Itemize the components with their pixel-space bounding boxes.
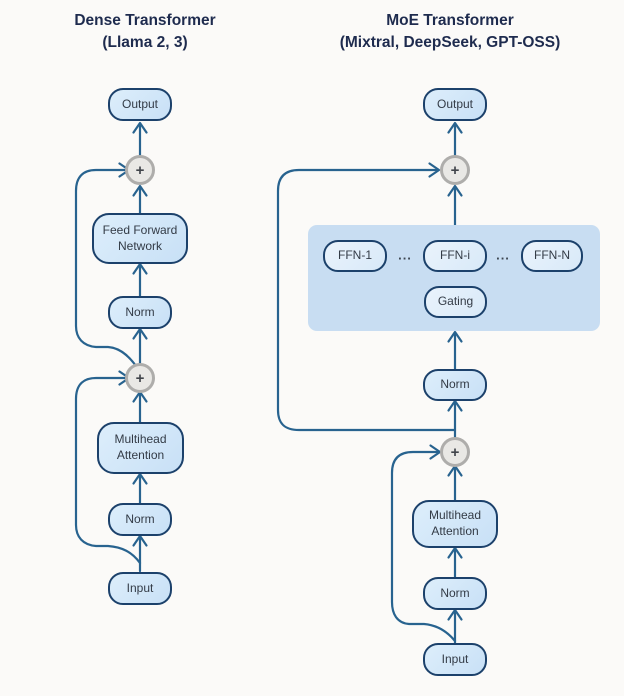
moe-expert-ffn1-node: FFN-1 <box>323 240 387 272</box>
ellipsis-left: ... <box>398 247 412 263</box>
dense-add2-icon: + <box>125 363 155 393</box>
moe-expert-ffnn-node: FFN-N <box>521 240 583 272</box>
dense-attention-arrowhead-icon <box>132 472 148 485</box>
ellipsis-right: ... <box>496 247 510 263</box>
dense-norm2-arrowhead-icon <box>132 534 148 547</box>
moe-norm-pre-attention-node: Norm <box>423 577 487 610</box>
moe-norm2-arrowhead-icon <box>447 608 463 621</box>
moe-experts-panel: FFN-1 ... FFN-i ... FFN-N Gating <box>308 225 600 331</box>
moe-ffn-skip-arrowhead-icon <box>428 162 441 178</box>
moe-expert-ffni-node: FFN-i <box>423 240 487 272</box>
dense-add1-arrowhead-icon <box>132 184 148 197</box>
dense-norm-pre-ffn-node: Norm <box>108 296 172 329</box>
moe-norm-pre-moe-node: Norm <box>423 369 487 401</box>
moe-norm1-arrowhead-icon <box>447 399 463 412</box>
moe-attention-skip-connector <box>390 450 457 643</box>
moe-add1-icon: + <box>440 155 470 185</box>
moe-panel-arrowhead-icon <box>447 330 463 343</box>
dense-column-title: Dense Transformer (Llama 2, 3) <box>35 10 255 55</box>
dense-output-node: Output <box>108 88 172 121</box>
moe-output-arrowhead-icon <box>447 121 463 134</box>
moe-input-node: Input <box>423 643 487 676</box>
dense-norm1-arrowhead-icon <box>132 327 148 340</box>
dense-output-arrowhead-icon <box>132 121 148 134</box>
moe-add2-icon: + <box>440 437 470 467</box>
dense-ffn-skip-connector <box>74 168 142 374</box>
dense-title: Dense Transformer <box>74 12 216 29</box>
moe-add1-arrowhead-icon <box>447 184 463 197</box>
dense-norm-pre-attention-node: Norm <box>108 503 172 536</box>
moe-ffn-skip-connector <box>276 168 457 432</box>
dense-ffn-node: Feed Forward Network <box>92 213 188 264</box>
dense-ffn-arrowhead-icon <box>132 262 148 275</box>
moe-attention-node: Multihead Attention <box>412 500 498 548</box>
moe-output-node: Output <box>423 88 487 121</box>
dense-attention-node: Multihead Attention <box>97 422 184 474</box>
moe-gating-node: Gating <box>424 286 487 318</box>
moe-subtitle: (Mixtral, DeepSeek, GPT-OSS) <box>339 34 561 52</box>
moe-column-title: MoE Transformer (Mixtral, DeepSeek, GPT-… <box>330 10 570 55</box>
moe-title: MoE Transformer <box>386 12 514 29</box>
dense-subtitle: (Llama 2, 3) <box>102 34 188 52</box>
dense-attention-skip-connector <box>74 376 142 565</box>
dense-input-node: Input <box>108 572 172 605</box>
moe-attention-arrowhead-icon <box>447 546 463 559</box>
dense-add1-icon: + <box>125 155 155 185</box>
